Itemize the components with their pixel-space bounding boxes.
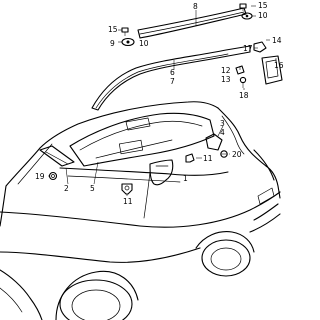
callout-7: 7 [170,77,175,86]
clip-part-11-lower [121,183,133,195]
callout-2: 2 [64,184,69,193]
grab-handle-part-5 [149,159,174,186]
callout-1: 1 [183,174,188,183]
callout-18: 18 [239,91,249,100]
headliner-lining [69,112,215,167]
leader-lines [48,5,277,196]
callout-11-upper: 11 [203,154,213,163]
screw-part-18 [239,76,247,88]
clip-part-11-upper [185,153,195,163]
callout-15-right: 15 [258,1,268,10]
callout-9: 9 [110,39,115,48]
callout-10-lower: 10 [139,39,149,48]
callout-15-left: 15 [108,25,118,34]
callout-labels: 8 15 10 15 9 10 14 17 6 7 16 12 13 18 3 … [35,1,284,206]
clip-part-17 [253,41,267,53]
callout-16: 16 [274,61,284,70]
washer-part-9 [121,37,135,47]
callout-12: 12 [221,66,231,75]
screw-part-15-left [121,27,129,36]
callout-14: 14 [272,36,282,45]
parts-diagram-svg: 8 15 10 15 9 10 14 17 6 7 16 12 13 18 3 … [0,1,284,320]
callout-8: 8 [193,2,198,11]
garnish-strip-part-1 [39,145,75,167]
callout-17: 17 [243,44,253,53]
clip-part-10 [241,12,253,20]
callout-19: 19 [35,172,45,181]
pillar-trim-part-3-4 [205,133,223,151]
callout-20: 20 [232,150,242,159]
callout-5: 5 [90,184,95,193]
callout-4: 4 [220,128,225,137]
screw-part-20 [220,150,228,158]
callout-3: 3 [220,119,225,128]
parts-diagram: 8 15 10 15 9 10 14 17 6 7 16 12 13 18 3 … [0,1,284,320]
bolt-part-19 [48,171,58,181]
screw-part-15-right [239,3,247,11]
callout-10-upper: 10 [258,11,268,20]
callout-11-lower: 11 [123,197,133,206]
car-body-outline [0,101,281,320]
callout-13: 13 [221,75,231,84]
end-piece-part-14-16 [261,55,283,85]
callout-6: 6 [170,68,175,77]
drip-molding-part-8 [137,7,247,39]
roof-side-molding-part-6-7 [91,45,251,111]
